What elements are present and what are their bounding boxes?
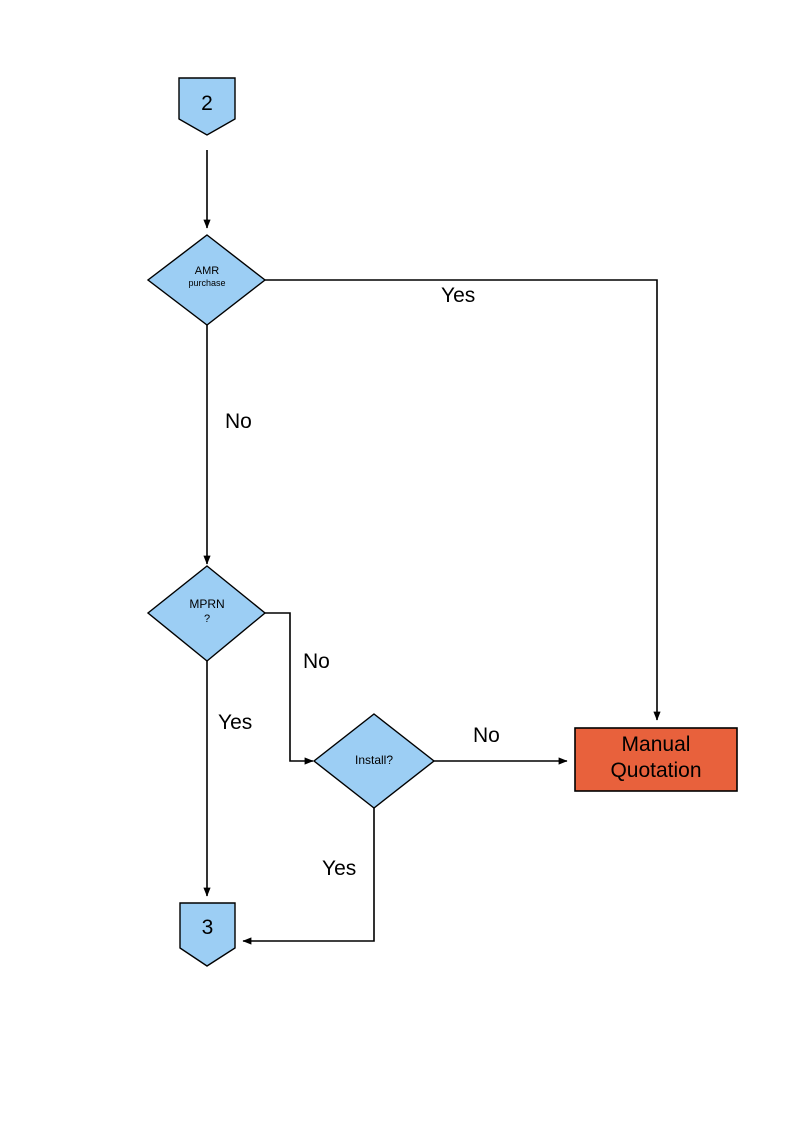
edge-label-amr-no: No (225, 410, 252, 433)
node-install[interactable] (312, 713, 436, 809)
node-manual-quotation[interactable] (574, 727, 738, 792)
edge-mprn-no-to-install (265, 612, 314, 765)
edge-label-amr-yes: Yes (441, 284, 476, 307)
edge-amr-yes-to-manual-quotation (265, 279, 661, 721)
node-connector-2[interactable] (178, 77, 236, 136)
edge-label-mprn-no: No (303, 650, 330, 673)
edge-label-install-yes: Yes (322, 857, 357, 880)
node-amr-purchase[interactable] (146, 234, 267, 326)
edge-label-mprn-yes: Yes (218, 711, 253, 734)
edge-install-yes-to-end (242, 808, 375, 945)
node-connector-3[interactable] (179, 902, 236, 967)
node-mprn[interactable] (146, 565, 267, 662)
edge-label-install-no: No (473, 724, 500, 747)
